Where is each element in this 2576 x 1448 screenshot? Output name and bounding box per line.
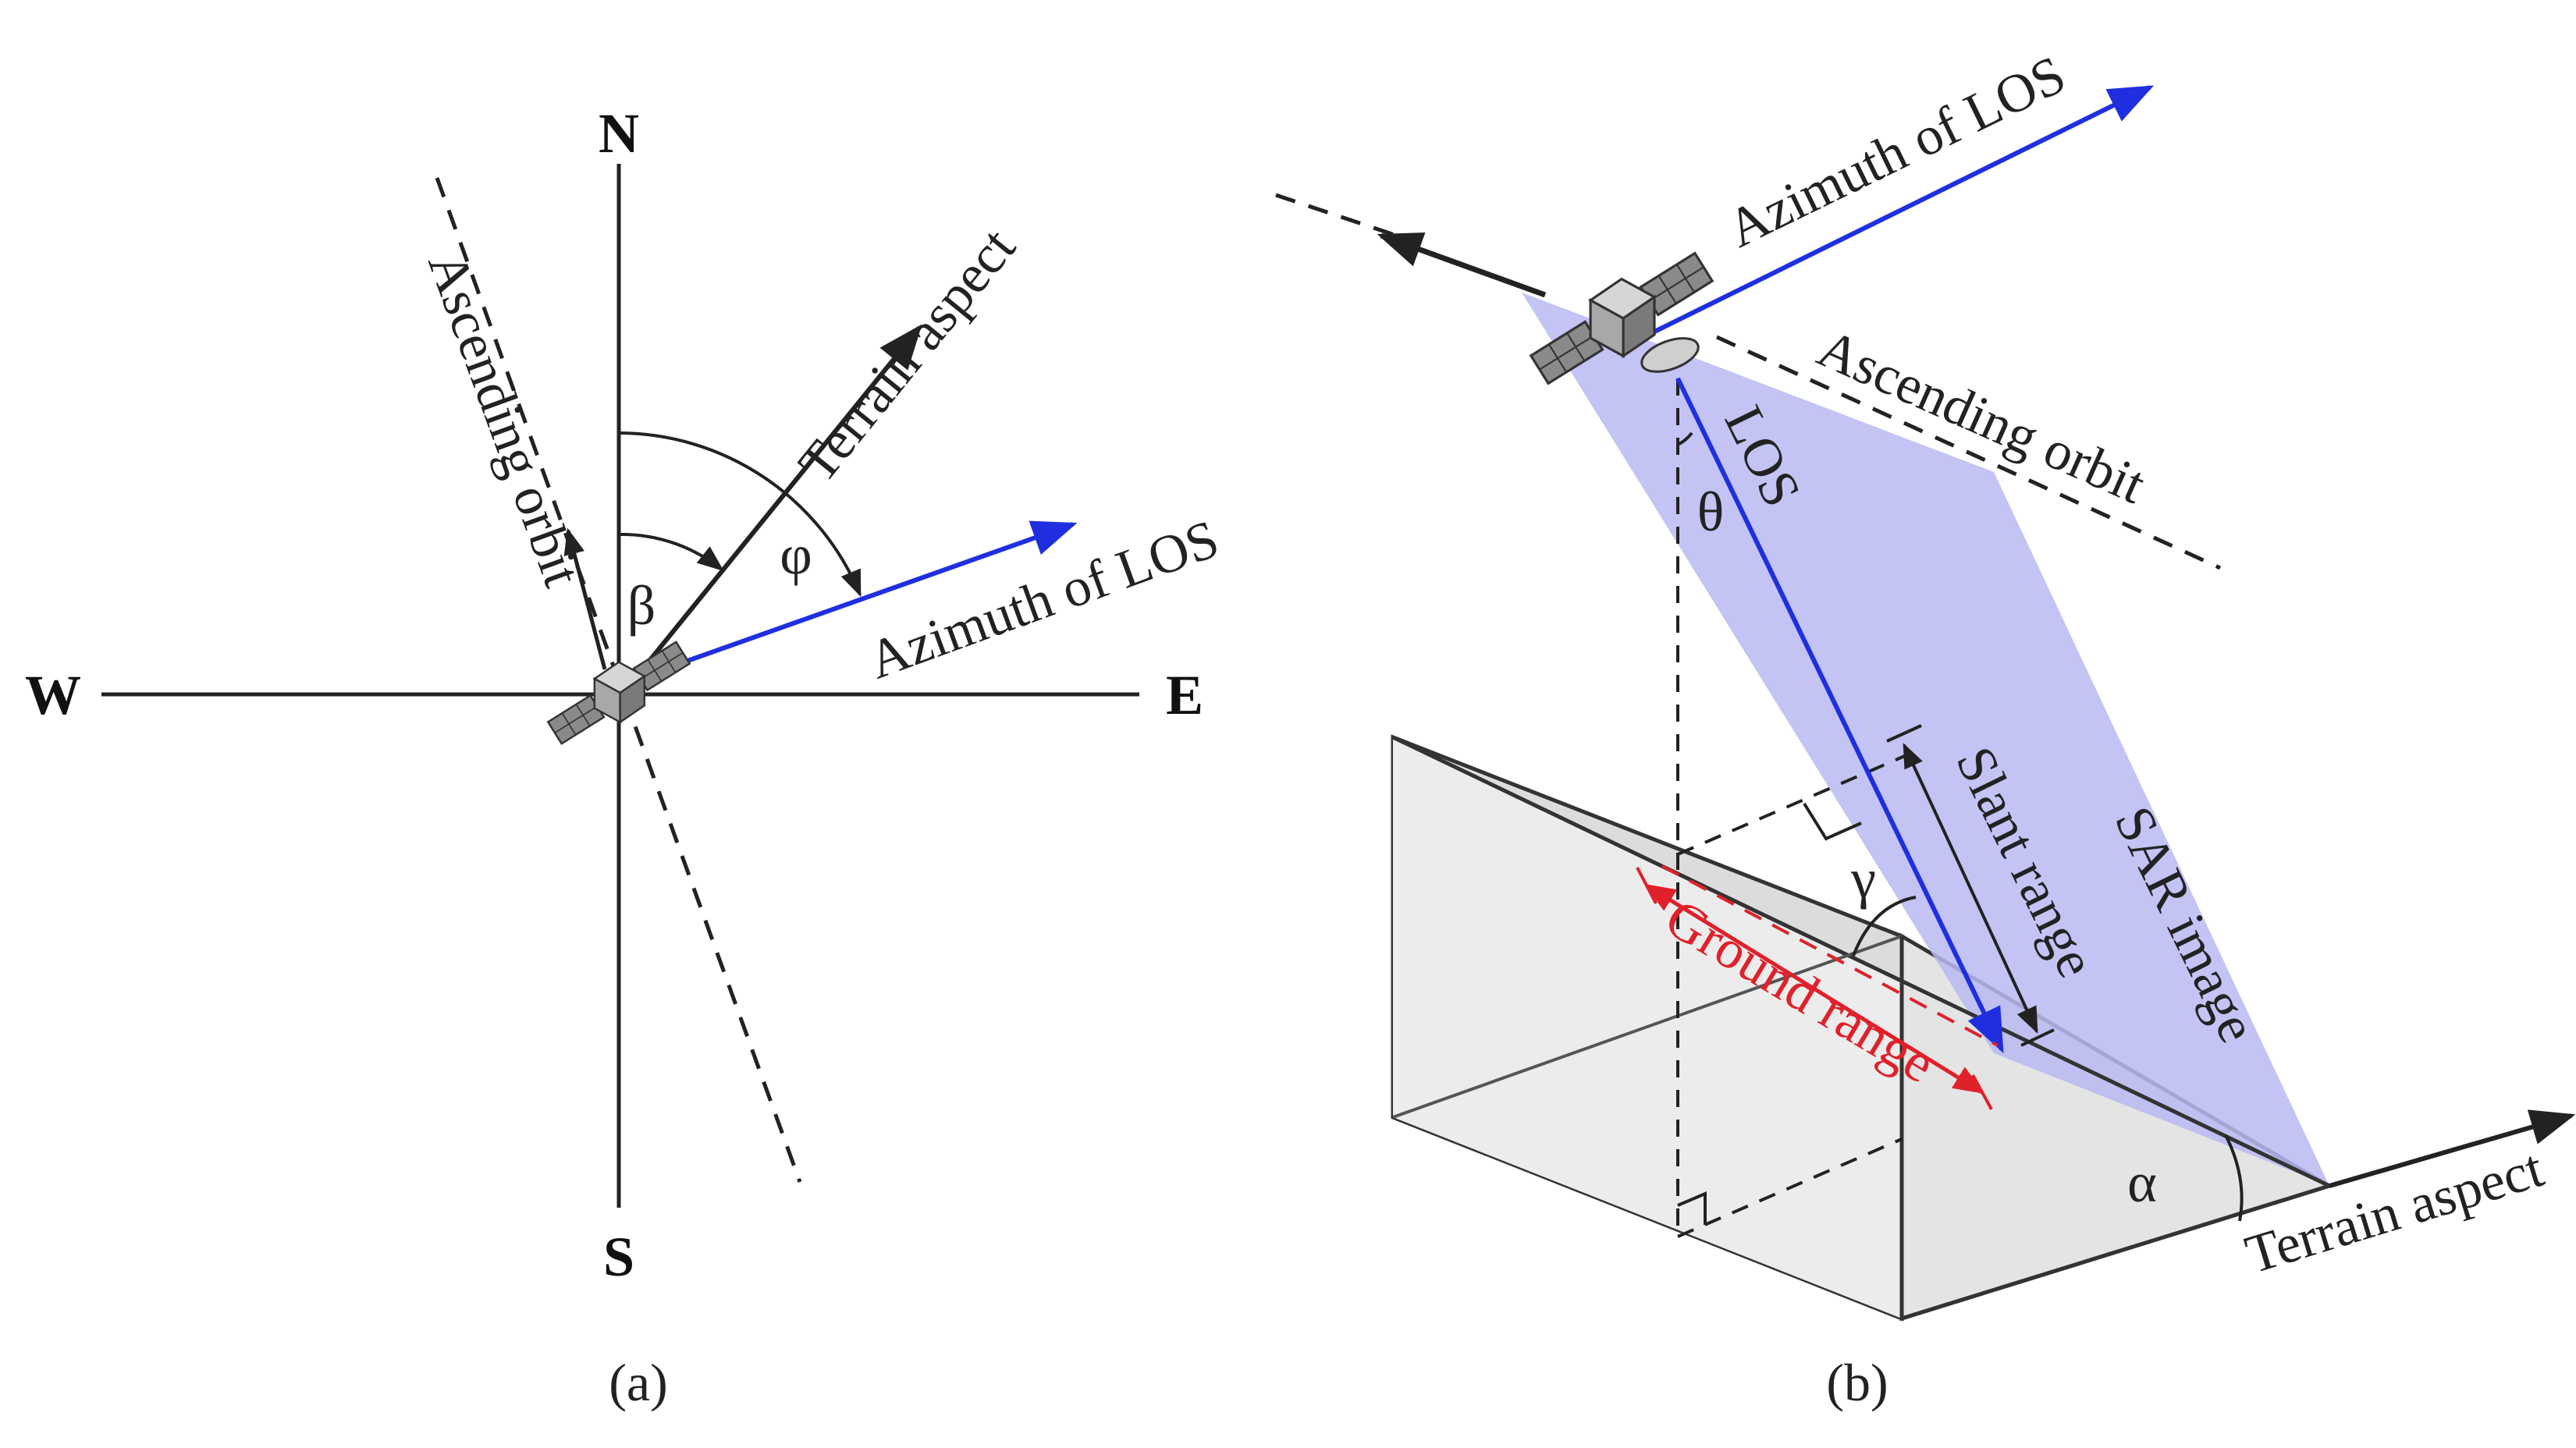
azimuth-los-arrow-b [1637,85,2155,342]
sar-image-swath [1522,293,2329,1186]
antenna-dish [1640,337,1700,373]
ascending-orbit-label: Ascending orbit [416,244,592,594]
panel-b-sar-geometry: Azimuth of LOS Ascending orbit LOS θ γ α… [1275,44,2576,1412]
ground-range-arrow [1643,883,1985,1095]
right-angle-marker-upper [1803,802,1862,841]
beta-symbol: β [627,574,656,637]
slant-range-arrow [1903,743,2038,1035]
alpha-symbol: α [2127,1152,2157,1214]
orbit-dashed-back [1275,193,1398,238]
terrain-aspect-arrow [638,324,922,674]
caption-a: (a) [609,1353,667,1412]
right-angle-marker-lower [1677,1191,1707,1225]
west-label: W [25,664,81,726]
ground-range-tick-right [1971,1074,1993,1110]
theta-angle-arc [1677,431,1693,446]
terrain-aspect-arrow-b [2329,1109,2576,1188]
terrain-base-front [1901,1184,2330,1321]
gamma-symbol: γ [1850,847,1876,910]
caption-b: (b) [1826,1353,1888,1412]
south-label: S [603,1226,634,1288]
beta-angle-arc [618,532,724,572]
orbit-direction-arrow [563,527,607,670]
ground-projection-dashed [1677,751,1913,856]
phi-angle-arc [618,431,862,598]
base-projection-dashed [1677,1137,1903,1238]
east-label: E [1166,664,1203,726]
phi-symbol: φ [780,523,812,586]
slant-range-tick-top [1886,724,1922,743]
terrain-aspect-label: Terrain aspect [787,217,1028,494]
panel-a-compass-diagram: N S W E Ascending orbit Terrain aspect A… [25,102,1227,1412]
orbit-dashed-front [1715,335,2222,570]
theta-symbol: θ [1697,481,1725,543]
flight-direction-arrow [1377,232,1547,298]
slant-range-tick-bottom [2020,1028,2055,1047]
azimuth-los-arrow [662,520,1078,672]
gamma-angle-arc [1852,896,1917,956]
ground-range-tick-left [1636,867,1658,904]
alpha-angle-arc [2224,1134,2244,1222]
north-label: N [599,102,639,165]
